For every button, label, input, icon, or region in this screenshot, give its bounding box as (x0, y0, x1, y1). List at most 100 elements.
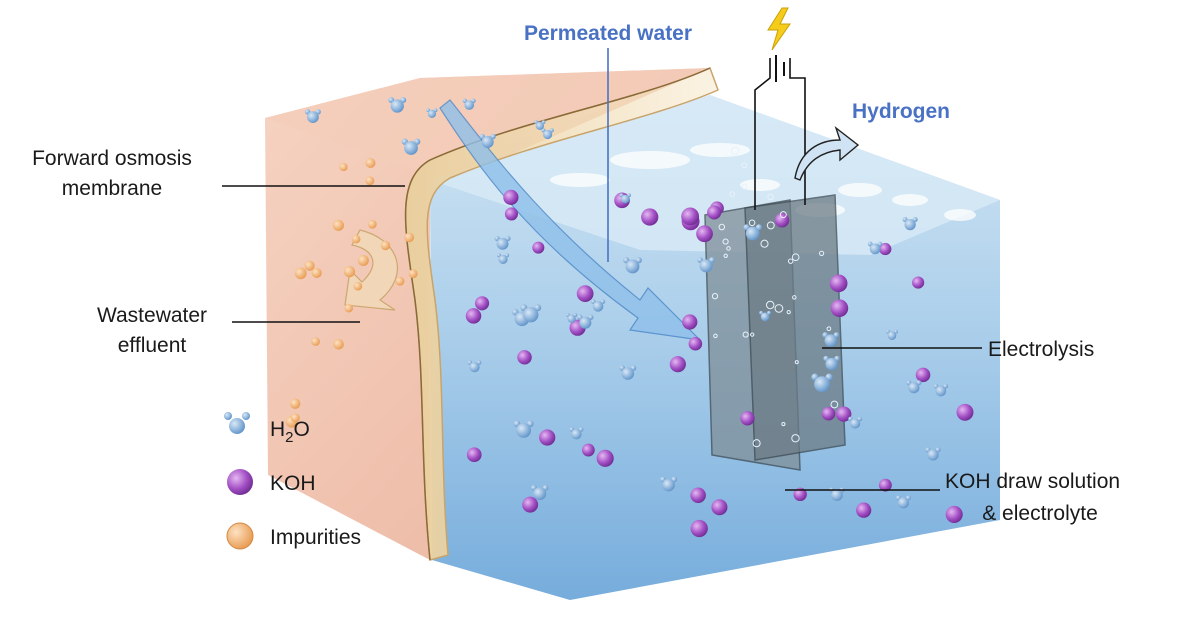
water-molecule (849, 418, 861, 429)
water-molecule (427, 109, 437, 118)
impurity-particle (380, 240, 391, 251)
water-molecule (464, 100, 475, 110)
koh-particle (690, 487, 706, 504)
water-molecule (404, 141, 418, 155)
label-wastewater-2: effluent (118, 334, 187, 357)
water-molecule (825, 357, 838, 371)
impurity-particle (290, 398, 301, 409)
water-molecule (469, 362, 480, 373)
gas-bubble (729, 191, 736, 197)
koh-particle (774, 213, 790, 228)
legend-item-koh: KOH (227, 469, 316, 495)
gas-bubble (726, 246, 731, 251)
gas-bubble (722, 238, 729, 245)
koh-particle (740, 411, 755, 426)
koh-particle (915, 367, 931, 383)
electrolysis-cell (704, 7, 860, 471)
koh-particle (669, 356, 686, 373)
water-molecule (824, 334, 837, 347)
water-molecule (533, 487, 547, 501)
koh-particle (830, 299, 849, 318)
gas-bubble (794, 360, 799, 365)
gas-bubble (765, 300, 775, 310)
gas-bubble (766, 221, 775, 230)
gas-bubble (774, 304, 784, 313)
impurity-particle (333, 338, 344, 350)
legend-label-h2o-o: O (294, 418, 310, 441)
koh-particle (878, 478, 892, 492)
gas-bubble (748, 219, 756, 227)
water-molecule (908, 382, 920, 394)
label-koh-1: KOH draw solution (945, 470, 1120, 493)
water-molecule (662, 478, 675, 492)
water-molecule (516, 422, 532, 438)
koh-particle (836, 406, 852, 422)
water-molecule (496, 237, 509, 250)
koh-particle (532, 241, 545, 254)
gas-bubble (818, 250, 825, 256)
legend-item-h2o: H2O (224, 412, 310, 446)
koh-particle (707, 205, 722, 220)
water-molecule (897, 497, 909, 509)
impurity-particle (408, 269, 418, 279)
legend: H2O KOH Impurities (224, 412, 361, 550)
koh-particle (517, 350, 532, 365)
gas-bubble (713, 333, 718, 339)
water-molecule (887, 331, 897, 340)
koh-particle (581, 443, 595, 457)
koh-particle (956, 403, 974, 421)
water-molecule (904, 218, 916, 231)
legend-label-h2o-sub: 2 (285, 429, 293, 446)
permeation-arrow (439, 99, 702, 341)
impurity-particle (365, 176, 375, 186)
impurity-particle (353, 281, 363, 291)
water-molecule (814, 376, 830, 392)
water-molecule-icon (224, 412, 250, 434)
gas-bubble (791, 434, 800, 443)
gas-bubble (760, 239, 769, 248)
impurity-sphere-icon (226, 522, 254, 550)
koh-particle (596, 449, 614, 467)
koh-particle (793, 487, 807, 502)
koh-particle (912, 276, 925, 289)
gas-bubble (781, 422, 786, 427)
legend-label-impurities: Impurities (270, 526, 361, 549)
water-molecule (498, 254, 508, 265)
water-molecule (621, 194, 630, 204)
impurity-particle (290, 413, 300, 423)
label-permeated-water: Permeated water (524, 22, 692, 45)
gas-bubble (779, 211, 787, 219)
koh-particle (688, 336, 703, 351)
impurity-particle (339, 162, 348, 172)
koh-sphere-icon (227, 469, 253, 495)
koh-particle (696, 225, 713, 243)
gas-bubble (792, 295, 797, 300)
impurity-particle (311, 337, 320, 346)
gas-bubble (767, 193, 774, 201)
particles (285, 97, 974, 538)
koh-particle (681, 207, 700, 226)
wastewater-compartment (265, 68, 710, 560)
impurity-particle (311, 267, 322, 278)
koh-particle (856, 502, 872, 518)
water-molecule (543, 129, 553, 140)
water-molecule (935, 385, 947, 397)
koh-particle (945, 505, 963, 523)
gas-bubble (730, 146, 740, 155)
koh-particle (576, 285, 594, 302)
label-electrolysis: Electrolysis (988, 338, 1094, 361)
gas-bubble (723, 253, 728, 258)
label-fo-membrane-2: membrane (62, 177, 162, 200)
label-fo-membrane-1: Forward osmosis (32, 147, 192, 170)
water-molecule (621, 367, 635, 380)
koh-particle (504, 207, 518, 221)
label-wastewater-1: Wastewater (97, 304, 207, 327)
koh-particle (466, 447, 482, 463)
svg-text:H2O: H2O (270, 418, 310, 446)
water-molecule (571, 428, 582, 440)
water-molecule (579, 316, 592, 329)
gas-bubble (742, 331, 749, 338)
gas-bubble (750, 332, 755, 337)
koh-particle (711, 499, 728, 516)
